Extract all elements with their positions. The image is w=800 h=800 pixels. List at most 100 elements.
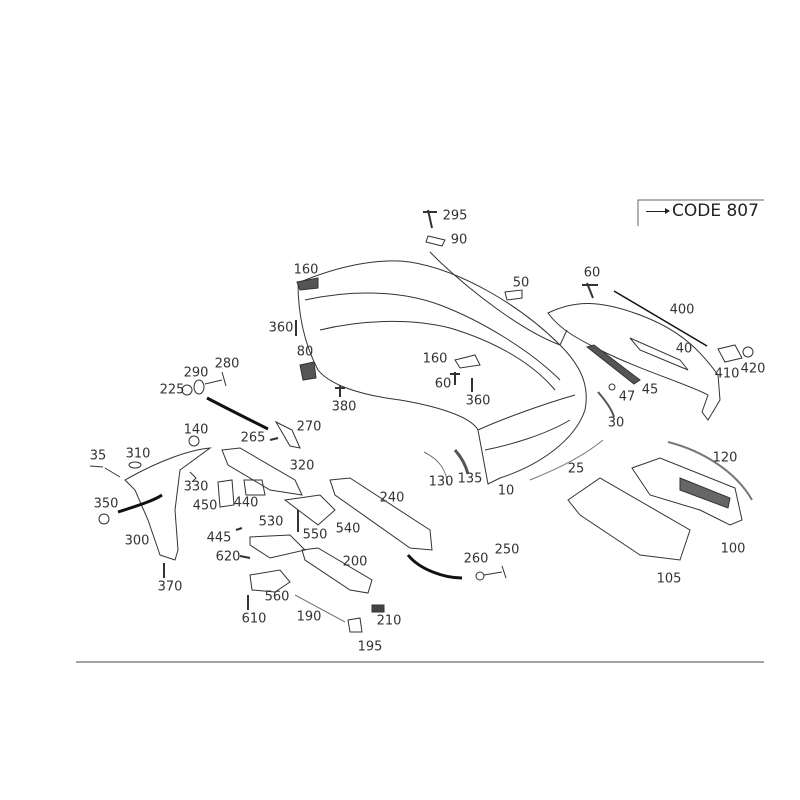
- arrow-350: [117, 493, 163, 514]
- bracket-300: [124, 447, 212, 561]
- screw-295: [423, 209, 437, 229]
- washer-290: [193, 379, 205, 395]
- callout-135: 135: [457, 471, 483, 487]
- callout-60: 60: [434, 376, 452, 392]
- part-160b: [454, 354, 481, 369]
- screw-445: [235, 527, 243, 531]
- callout-240: 240: [379, 490, 405, 506]
- arrow-240: [406, 554, 463, 580]
- callout-160: 160: [422, 351, 448, 367]
- callout-195: 195: [357, 639, 383, 655]
- trim-30: [597, 391, 615, 418]
- code-text: CODE 807: [672, 201, 759, 221]
- part-210: [371, 604, 385, 613]
- bracket-320: [221, 447, 303, 496]
- callout-280: 280: [214, 356, 240, 372]
- callout-290: 290: [183, 365, 209, 381]
- bracket-530: [249, 534, 306, 559]
- callout-140: 140: [183, 422, 209, 438]
- callout-100: 100: [720, 541, 746, 557]
- bracket-240: [329, 477, 433, 551]
- reflector-45: [585, 344, 641, 385]
- strip-25: [529, 439, 604, 481]
- callout-60: 60: [583, 265, 601, 281]
- grille-200: [301, 547, 373, 594]
- callout-560: 560: [264, 589, 290, 605]
- cable-190: [294, 594, 346, 623]
- plate-90: [425, 235, 446, 247]
- bracket-270: [274, 420, 301, 449]
- bolt-250: [483, 565, 507, 579]
- part-540: [283, 494, 336, 526]
- callout-410: 410: [714, 366, 740, 382]
- callout-260: 260: [463, 551, 489, 567]
- callout-320: 320: [289, 458, 315, 474]
- callout-30: 30: [607, 415, 625, 431]
- callout-190: 190: [296, 609, 322, 625]
- module-450: [217, 479, 235, 508]
- callout-350: 350: [93, 496, 119, 512]
- callout-250: 250: [494, 542, 520, 558]
- callout-120: 120: [712, 450, 738, 466]
- callout-295: 295: [442, 208, 468, 224]
- callout-10: 10: [497, 483, 515, 499]
- bolt-280: [204, 371, 227, 387]
- callout-25: 25: [567, 461, 585, 477]
- arrow-225-270: [206, 396, 269, 431]
- callout-130: 130: [428, 474, 454, 490]
- strip-130: [423, 451, 449, 486]
- callout-540: 540: [335, 521, 361, 537]
- callout-380: 380: [331, 399, 357, 415]
- callout-620: 620: [215, 549, 241, 565]
- arrow-icon: [646, 207, 670, 214]
- strip-120: [667, 441, 753, 501]
- trim-strip-400: [613, 290, 708, 347]
- diffuser-slot: [629, 337, 689, 371]
- callout-550: 550: [302, 527, 328, 543]
- ring-420: [742, 346, 754, 358]
- washer-260: [475, 571, 485, 581]
- callout-210: 210: [376, 613, 402, 629]
- clip-35: [89, 465, 121, 478]
- clip-60: [582, 282, 598, 299]
- washer-350: [98, 513, 110, 525]
- code-box-border: [637, 199, 764, 226]
- bracket-80: [299, 361, 317, 381]
- part-310: [128, 461, 142, 469]
- callout-160: 160: [293, 262, 319, 278]
- callout-90: 90: [450, 232, 468, 248]
- part-560: [249, 569, 291, 593]
- callout-200: 200: [342, 554, 368, 570]
- callout-50: 50: [512, 275, 530, 291]
- callout-370: 370: [157, 579, 183, 595]
- bumper-cover: [297, 251, 587, 485]
- strip-135: [453, 449, 470, 475]
- callout-610: 610: [241, 611, 267, 627]
- screw-47: [608, 383, 616, 391]
- callout-450: 450: [192, 498, 218, 514]
- callout-80: 80: [296, 344, 314, 360]
- clip-380: [335, 385, 345, 397]
- callout-40: 40: [675, 341, 693, 357]
- clip-160: [296, 277, 319, 291]
- panel-105: [567, 477, 691, 561]
- callout-225: 225: [159, 382, 185, 398]
- sensor-410: [717, 344, 743, 363]
- clip-330: [189, 471, 197, 483]
- clip-620: [239, 555, 251, 559]
- code-807-label: CODE 807: [646, 201, 759, 221]
- callout-400: 400: [669, 302, 695, 318]
- callout-530: 530: [258, 514, 284, 530]
- part-195: [347, 617, 363, 633]
- callout-265: 265: [240, 430, 266, 446]
- callout-310: 310: [125, 446, 151, 462]
- callout-360: 360: [268, 320, 294, 336]
- module-440: [243, 479, 266, 496]
- callout-330: 330: [183, 479, 209, 495]
- nut-225: [181, 384, 193, 396]
- callout-420: 420: [740, 361, 766, 377]
- part-50: [504, 289, 523, 301]
- callout-360: 360: [465, 393, 491, 409]
